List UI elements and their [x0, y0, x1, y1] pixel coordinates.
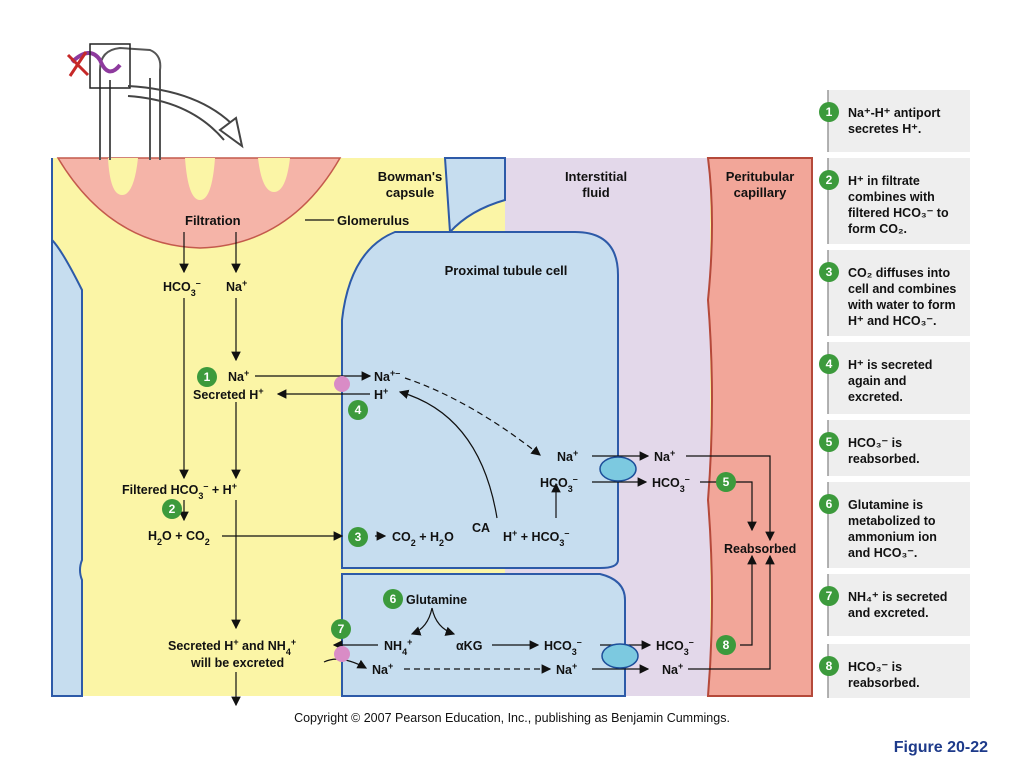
- co2-h2o: CO2 + H2O: [392, 530, 454, 548]
- svg-text:3: 3: [826, 265, 833, 279]
- h2o-co2: H2O + CO2: [148, 529, 210, 547]
- step-marker-2: [819, 170, 839, 190]
- antiporter-top: [334, 376, 350, 392]
- cell-hco3-low: HCO3–: [544, 637, 582, 657]
- filtrate-hco3: HCO3–: [163, 278, 201, 298]
- glutamine-label: Glutamine: [406, 593, 467, 607]
- diagram-background: [51, 157, 813, 697]
- cotransporter-top: [599, 456, 637, 482]
- step-marker-6: [819, 494, 839, 514]
- copyright-text: Copyright © 2007 Pearson Education, Inc.…: [294, 711, 730, 725]
- svg-text:5: 5: [723, 475, 730, 489]
- reabsorbed-label: Reabsorbed: [724, 542, 796, 556]
- svg-text:4: 4: [355, 403, 362, 417]
- step-marker-8: [819, 656, 839, 676]
- lumen-na: Na+: [228, 368, 249, 384]
- transporters: [334, 376, 639, 669]
- step-marker-4: [819, 354, 839, 374]
- svg-text:3: 3: [355, 530, 362, 544]
- flow-arrows: [179, 232, 775, 707]
- proximal-tubule-cell-label: Proximal tubule cell: [445, 263, 568, 278]
- if-na-mid: Na+: [654, 448, 675, 464]
- cell-na-low: Na+: [372, 661, 393, 677]
- svg-text:6: 6: [390, 592, 397, 606]
- svg-text:5: 5: [826, 435, 833, 449]
- svg-text:4: 4: [826, 357, 833, 371]
- nephron-icon: [66, 43, 244, 160]
- cotransporter-bottom: [601, 643, 639, 669]
- cell-na-mid: Na+: [557, 448, 578, 464]
- svg-text:2: 2: [826, 173, 833, 187]
- secreted-h-nh4: Secreted H+ and NH4+: [168, 637, 296, 657]
- step-marker-5: [819, 432, 839, 452]
- marker-7: 7: [331, 619, 351, 639]
- svg-text:2: 2: [169, 502, 176, 516]
- glomerulus-label: Glomerulus: [337, 213, 409, 228]
- svg-text:6: 6: [826, 497, 833, 511]
- marker-6: 6: [383, 589, 403, 609]
- if-hco3-low: HCO3–: [656, 637, 694, 657]
- carbonic-anhydrase: CA: [472, 521, 490, 535]
- if-hco3-mid: HCO3–: [652, 474, 690, 494]
- filtrate-na: Na+: [226, 278, 247, 294]
- marker-8: 8: [716, 635, 736, 655]
- filtration-label: Filtration: [185, 213, 241, 228]
- figure-number: Figure 20-22: [894, 739, 988, 756]
- cell-hco3-mid: HCO3–: [540, 474, 578, 494]
- marker-4: 4: [348, 400, 368, 420]
- h-plus-hco3: H+ + HCO3–: [503, 528, 569, 548]
- cell-h-top: H+: [374, 386, 388, 402]
- chemical-labels: HCO3– Na+ Na+ Secreted H+ Na+– H+ Na+ HCO3– Na+ H…: [122, 278, 796, 677]
- step-marker-3: [819, 262, 839, 282]
- step-marker-1: [819, 102, 839, 122]
- will-be-excreted: will be excreted: [190, 656, 284, 670]
- filtered-hco3-plus-h: Filtered HCO3– + H+: [122, 481, 237, 501]
- svg-text:1: 1: [826, 105, 833, 119]
- marker-2: 2: [162, 499, 182, 519]
- svg-text:1: 1: [204, 370, 211, 384]
- svg-text:7: 7: [826, 589, 833, 603]
- svg-text:7: 7: [338, 622, 345, 636]
- cell-na-top: Na+–: [374, 368, 400, 384]
- secreted-h: Secreted H+: [193, 386, 264, 402]
- antiporter-bottom: [334, 646, 350, 662]
- akg-label: αKG: [456, 639, 482, 653]
- marker-1: 1: [197, 367, 217, 387]
- if-na-low: Na+: [662, 661, 683, 677]
- svg-text:8: 8: [723, 638, 730, 652]
- step-marker-7: [819, 586, 839, 606]
- marker-3: 3: [348, 527, 368, 547]
- marker-5: 5: [716, 472, 736, 492]
- svg-text:8: 8: [826, 659, 833, 673]
- step-markers: 1 2 3 4 5 6 7 8: [162, 367, 736, 655]
- nh4-label: NH4+: [384, 637, 412, 657]
- cell-na-low2: Na+: [556, 661, 577, 677]
